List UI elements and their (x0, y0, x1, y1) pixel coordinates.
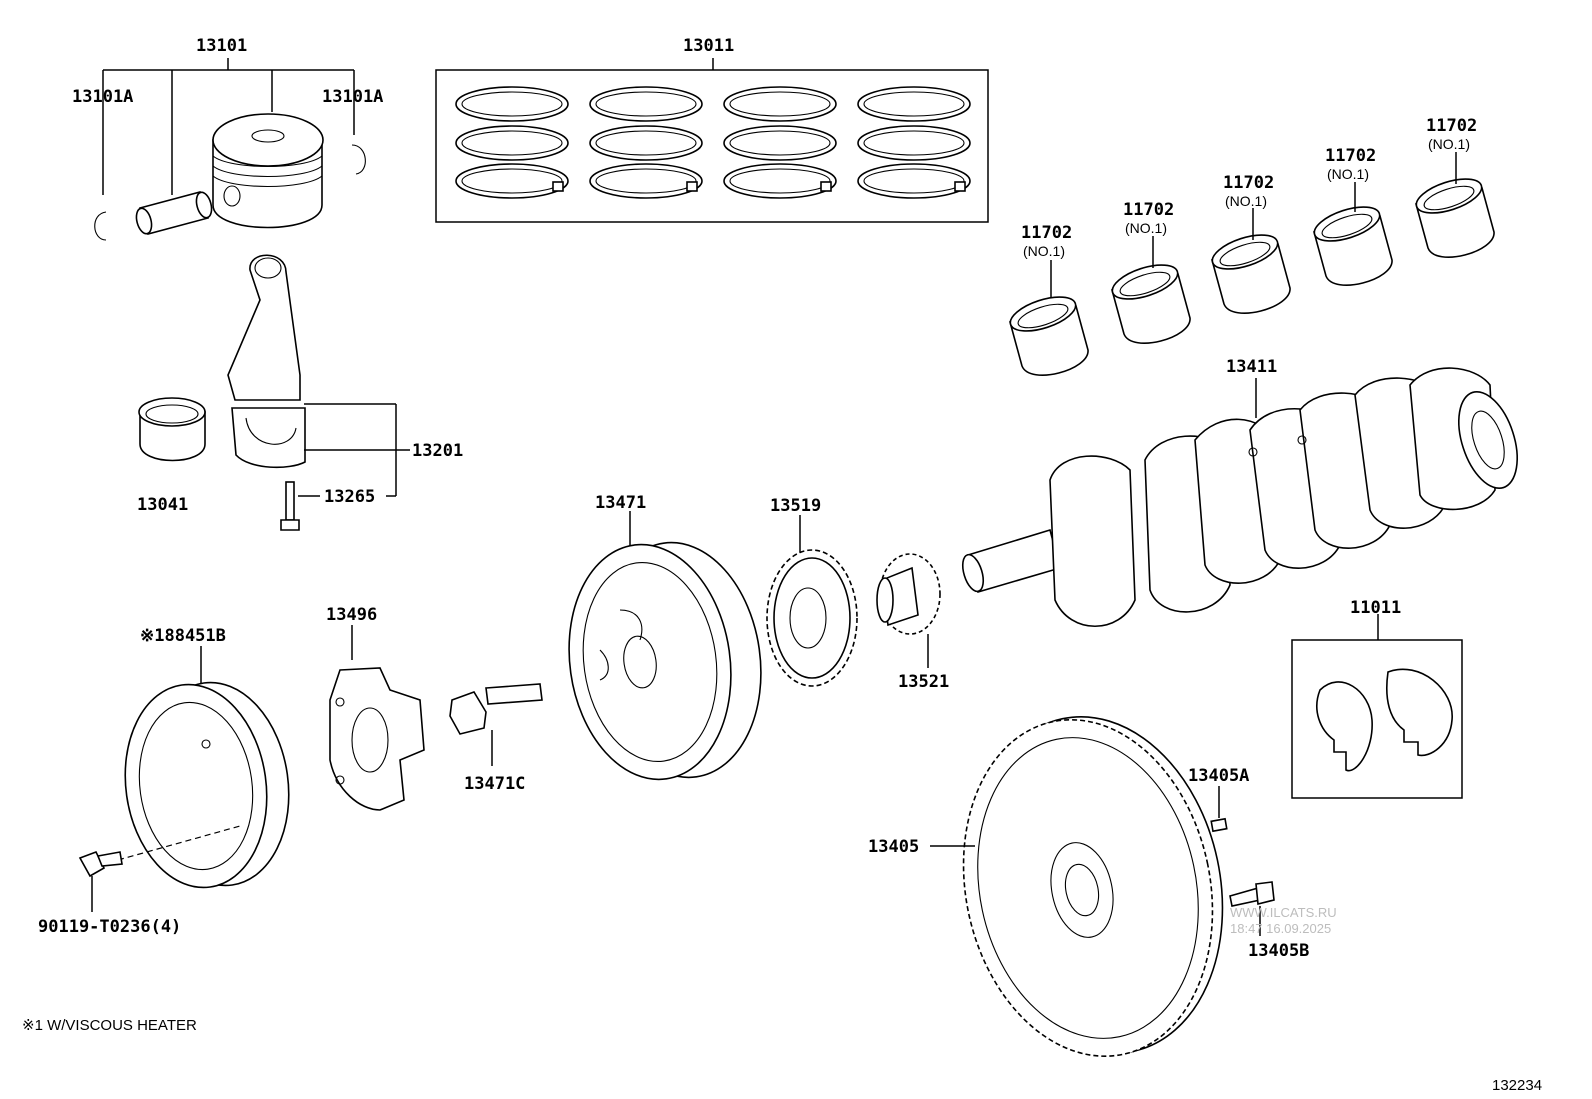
label-11702-4[interactable]: 11702 (1325, 146, 1376, 166)
crankshaft-pulley[interactable] (554, 511, 775, 790)
connecting-rod-bolt[interactable] (280, 481, 300, 531)
label-13101a-left[interactable]: 13101A (72, 87, 133, 107)
label-11702-2[interactable]: 11702 (1123, 200, 1174, 220)
ring-group-3 (723, 86, 837, 199)
label-13101a-right[interactable]: 13101A (322, 87, 383, 107)
label-11011[interactable]: 11011 (1350, 598, 1401, 618)
diagram-number: 132234 (1492, 1077, 1542, 1094)
sublabel-no1-4: (NO.1) (1327, 166, 1369, 182)
main-bearing-5[interactable] (1412, 172, 1495, 258)
main-bearing-3[interactable] (1208, 228, 1291, 314)
thrust-washer-set[interactable] (1291, 614, 1463, 799)
label-90119-t0236[interactable]: 90119-T0236(4) (38, 917, 181, 937)
watermark-timestamp: 18:47 16.09.2025 (1230, 921, 1331, 936)
label-11702-1[interactable]: 11702 (1021, 223, 1072, 243)
pulley-bolt[interactable] (449, 683, 543, 766)
crankshaft-sprocket[interactable] (876, 553, 941, 668)
crankshaft-timing-gear[interactable] (766, 515, 858, 687)
piston-assembly[interactable] (94, 58, 366, 241)
crankshaft[interactable] (959, 367, 1528, 628)
pulley-plate[interactable] (329, 625, 425, 811)
label-13521[interactable]: 13521 (898, 672, 949, 692)
label-13041[interactable]: 13041 (137, 495, 188, 515)
flywheel-bolt[interactable] (1229, 881, 1275, 936)
piston[interactable] (212, 113, 324, 229)
label-13405b[interactable]: 13405B (1248, 941, 1309, 961)
label-13265[interactable]: 13265 (324, 487, 375, 507)
flywheel-pin[interactable] (1210, 786, 1228, 833)
rod-bearing[interactable] (138, 397, 206, 462)
label-13471[interactable]: 13471 (595, 493, 646, 513)
main-bearing-1[interactable] (1006, 290, 1089, 376)
sublabel-no1-2: (NO.1) (1125, 220, 1167, 236)
label-13405a[interactable]: 13405A (1188, 766, 1249, 786)
label-13405[interactable]: 13405 (868, 837, 919, 857)
main-bearing-2[interactable] (1108, 258, 1191, 344)
sublabel-no1-3: (NO.1) (1225, 193, 1267, 209)
label-13101[interactable]: 13101 (196, 36, 247, 56)
leader-lines-bearings (1050, 152, 1457, 298)
label-13011[interactable]: 13011 (683, 36, 734, 56)
label-13471c[interactable]: 13471C (464, 774, 525, 794)
snap-ring-left (94, 211, 107, 241)
label-13201[interactable]: 13201 (412, 441, 463, 461)
sublabel-no1-5: (NO.1) (1428, 136, 1470, 152)
connecting-rod[interactable] (227, 254, 306, 469)
viscous-heater-pulley[interactable] (112, 646, 301, 897)
piston-ring-set[interactable] (435, 58, 989, 223)
flywheel[interactable] (933, 693, 1252, 1079)
watermark-site: WWW.ILCATS.RU (1230, 905, 1337, 920)
dashed-mount-line (117, 825, 241, 861)
label-13519[interactable]: 13519 (770, 496, 821, 516)
piston-pin[interactable] (134, 191, 214, 236)
sublabel-no1-1: (NO.1) (1023, 243, 1065, 259)
pulley-mount-bolt[interactable] (78, 850, 123, 912)
ring-group-2 (589, 86, 703, 199)
label-88451b[interactable]: ※188451B (140, 626, 226, 646)
snap-ring-right (351, 144, 366, 175)
label-11702-3[interactable]: 11702 (1223, 173, 1274, 193)
leader-lines-rod (298, 403, 410, 497)
ring-group-1 (455, 86, 569, 199)
ring-group-4 (857, 86, 971, 199)
label-13411[interactable]: 13411 (1226, 357, 1277, 377)
footnote: ※1 W/VISCOUS HEATER (22, 1017, 197, 1034)
main-bearing-4[interactable] (1310, 200, 1393, 286)
label-13496[interactable]: 13496 (326, 605, 377, 625)
label-11702-5[interactable]: 11702 (1426, 116, 1477, 136)
